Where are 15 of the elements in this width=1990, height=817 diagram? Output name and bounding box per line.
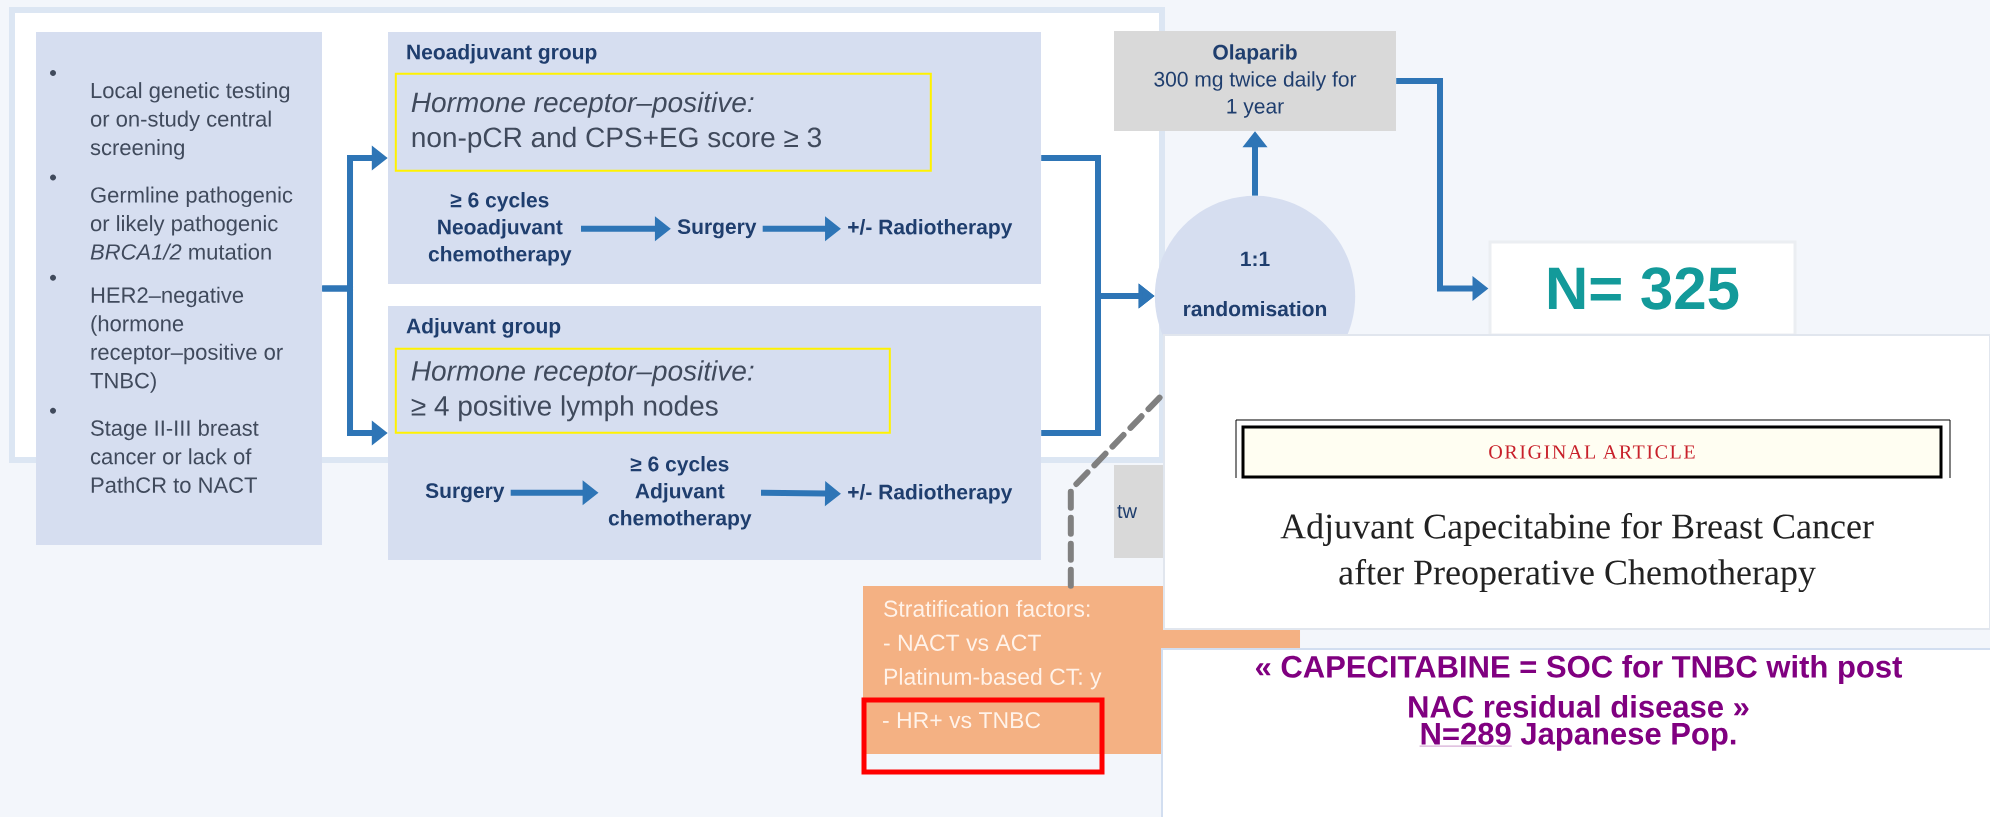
statement-box: « CAPECITABINE = SOC for TNBC with post NAC residual disease » N=289 Japanese Pop. — [1161, 648, 1990, 817]
criteria-box: Local genetic testing or on-study central screening Germline pathogenic or likely pathogenic BRCA1/2 mutation HER2–negative (hormone receptor–positive or TNBC) Stage II-III breast cancer or lack of PathCR to NACT — [36, 32, 322, 545]
step-label: ≥ 6 cycles Neoadjuvant chemotherapy — [428, 192, 572, 266]
step-label: +/- Radiotherapy — [848, 484, 1013, 504]
sample-size-box: N= 325 — [1488, 240, 1797, 337]
step-label: +/- Radiotherapy — [848, 219, 1013, 239]
highlight-frame: - HR+ vs TNBC — [861, 697, 1105, 775]
treatment-box: Olaparib 300 mg twice daily for 1 year — [1114, 31, 1396, 131]
criteria-highlight-box: Hormone receptor–positive: non-pCR and CPS+EG score ≥ 3 — [394, 72, 932, 172]
criteria-highlight-box: Hormone receptor–positive: ≥ 4 positive lymph nodes — [394, 347, 891, 434]
treatment-box: tw — [1114, 465, 1164, 558]
article-banner: ORIGINAL ARTICLE — [1235, 419, 1951, 479]
step-label: ≥ 6 cycles Adjuvant chemotherapy — [608, 456, 752, 530]
step-label: Surgery — [677, 219, 757, 239]
step-label: Surgery — [425, 483, 505, 503]
